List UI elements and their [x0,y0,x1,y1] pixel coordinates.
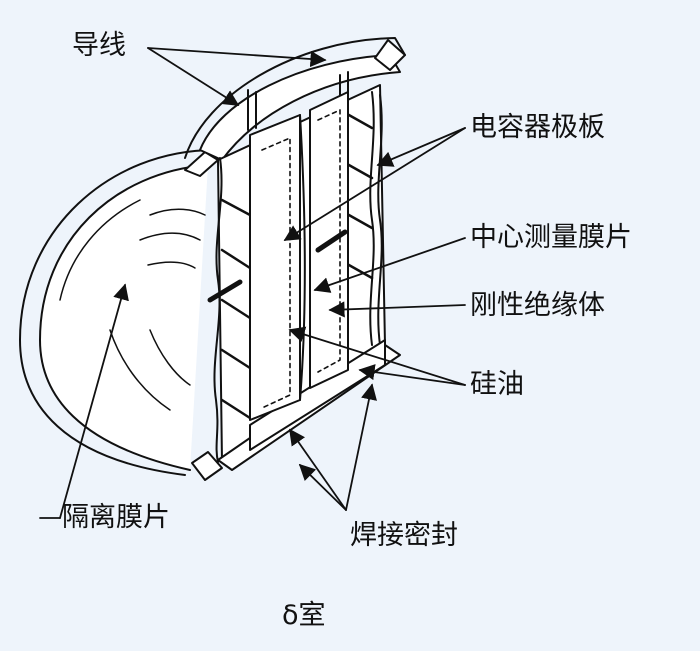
label-silicone-oil: 硅油 [470,369,524,400]
capacitor-assembly [207,71,349,421]
left-diaphragm-shell [19,149,223,481]
leader-lines [39,47,466,519]
label-weld-seal: 焊接密封 [350,520,458,551]
label-rigid-insulator: 刚性绝缘体 [470,290,605,321]
label-wire: 导线 [72,30,126,61]
caption: δ室 [282,600,326,631]
label-isolation-diaphragm: 隔离膜片 [62,502,170,533]
label-center-diaphragm: 中心测量膜片 [470,222,632,253]
label-capacitor-plate: 电容器极板 [470,112,605,143]
center-body [213,84,401,471]
